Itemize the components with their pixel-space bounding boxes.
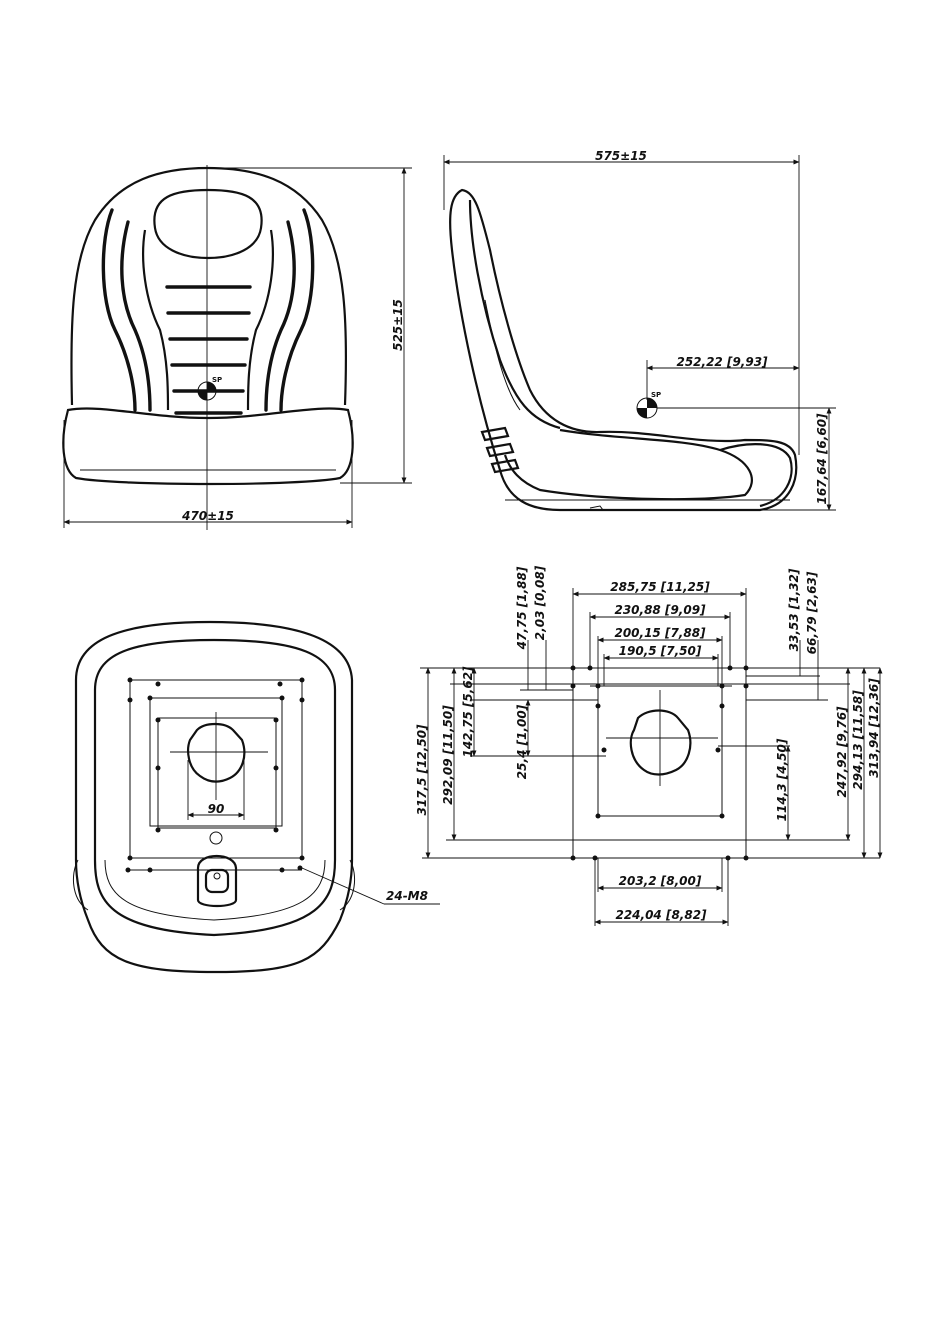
back-stitch-lines: [165, 285, 252, 415]
side-view: SP 575±15 252,22 [9,93] 167,64 [6,60]: [443, 149, 836, 512]
svg-text:SP: SP: [212, 376, 222, 384]
thread-leader: [301, 867, 385, 905]
bottom-outer-shell: [74, 620, 354, 974]
side-cushion-bolster: [719, 443, 793, 508]
left-rib-inner: [120, 220, 152, 412]
plan-left-label-6: 317,5 [12,50]: [415, 724, 429, 816]
front-view: SP 470±15 525±15: [62, 165, 412, 530]
front-sp-symbol: SP: [197, 376, 222, 401]
right-rib-core: [246, 229, 274, 411]
side-backrest-inner: [468, 199, 561, 430]
bottom-center-opening: [187, 722, 246, 783]
svg-text:SP: SP: [651, 391, 661, 399]
plan-right-label-5: 294,13 [11,58]: [851, 690, 865, 790]
bottom-hole-dim-label: 90: [208, 802, 225, 816]
plan-bottom-label-2: 224,04 [8,82]: [615, 908, 707, 922]
bottom-inner-shell: [93, 638, 337, 937]
side-depth-label: 575±15: [595, 149, 647, 163]
plan-center-opening: [629, 709, 692, 776]
plan-top-label-4: 190,5 [7,50]: [619, 644, 702, 658]
plan-top-label-2: 230,88 [9,09]: [614, 603, 706, 617]
side-profile-outer: [449, 188, 798, 512]
thread-callout: 24-M8: [386, 889, 428, 903]
plan-left-label-5: 292,09 [11,50]: [441, 705, 455, 805]
side-sp-symbol: SP: [636, 391, 661, 419]
left-rib-outer: [101, 208, 137, 412]
left-rib-core: [142, 229, 170, 411]
plan-right-label-6: 313,94 [12,36]: [867, 678, 881, 778]
plan-left-label-4: 25,4 [1,00]: [515, 704, 529, 779]
side-adjust-slots: [480, 426, 520, 474]
bottom-latch: [196, 855, 238, 908]
plan-bottom-label-1: 203,2 [8,00]: [619, 874, 702, 888]
right-rib-inner: [264, 220, 296, 412]
bottom-mounting-holes: [125, 677, 305, 873]
side-cushion: [503, 428, 753, 501]
headrest-opening: [153, 188, 263, 260]
front-width-label: 470±15: [181, 509, 234, 523]
plan-right-label-4: 247,92 [9,76]: [835, 706, 849, 798]
plan-right-label-2: 66,79 [2,63]: [805, 571, 819, 654]
plan-right-label-1: 33,53 [1,32]: [787, 568, 801, 651]
front-height-label: 525±15: [391, 299, 405, 351]
plan-left-label-2: 2,03 [0,08]: [533, 565, 547, 640]
plan-top-label-3: 200,15 [7,88]: [614, 626, 706, 640]
right-rib-outer: [279, 208, 315, 412]
seat-cushion: [62, 407, 354, 486]
plan-left-label-1: 47,75 [1,88]: [515, 566, 529, 650]
plan-left-label-3: 142,75 [5,62]: [461, 666, 475, 758]
side-sp-offset-label: 252,22 [9,93]: [676, 355, 768, 369]
side-backrest-contour: [484, 299, 521, 411]
bottom-view: 90 24-M8: [72, 620, 440, 974]
side-sp-height-label: 167,64 [6,60]: [815, 413, 829, 505]
plan-top-label-1: 285,75 [11,25]: [610, 580, 710, 594]
plan-right-label-3: 114,3 [4,50]: [775, 738, 789, 821]
mounting-plan: 285,75 [11,25] 230,88 [9,09] 200,15 [7,8…: [415, 565, 883, 926]
